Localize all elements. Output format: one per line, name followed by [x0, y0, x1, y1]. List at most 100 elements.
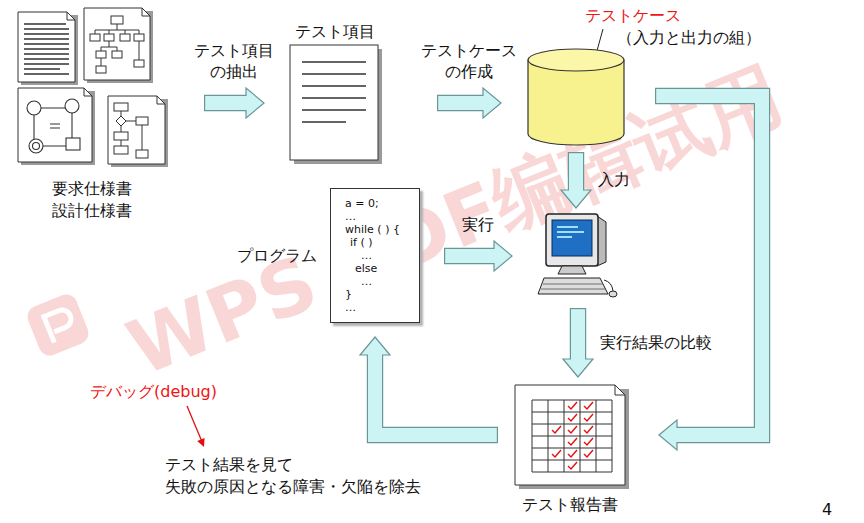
debug-heading: デバッグ(debug): [90, 382, 217, 403]
watermark-logo: [44, 307, 78, 342]
code-line: }: [345, 288, 411, 301]
test-report-document: [515, 385, 625, 485]
page-number: 4: [822, 500, 832, 521]
arrow-head: [561, 190, 591, 208]
flowchart-document-icon: [108, 96, 165, 164]
arrow-shaft: [445, 249, 496, 263]
tree-document-icon: [84, 8, 150, 80]
debug-pointer-arrow: [187, 406, 205, 447]
text-document-icon: [18, 12, 75, 82]
test-case-database: テストケース（入力と出力の組）: [527, 48, 625, 146]
tree-document-icon: [111, 16, 123, 24]
test-item-document: [290, 45, 382, 164]
flowchart-document-icon: [114, 132, 128, 140]
tree-document-icon: [84, 8, 153, 83]
code-line: else: [345, 262, 411, 275]
text-document-icon: [18, 12, 78, 85]
flowchart-document-icon: [157, 96, 165, 104]
text-document-icon: [24, 24, 69, 74]
state-document-icon: [18, 88, 92, 162]
spec-documents: 要求仕様書 設計仕様書: [15, 6, 168, 166]
state-document-icon: [29, 139, 43, 153]
computer-icon: [546, 214, 598, 266]
arrow-outline: [375, 355, 498, 435]
flowchart-document-icon: [136, 150, 148, 158]
arrow-outline: [655, 96, 762, 435]
computer-icon: [604, 280, 613, 291]
arrow-shaft: [438, 96, 485, 110]
state-document-icon: [65, 99, 79, 113]
arrow-label: 実行: [462, 215, 494, 236]
test-item-document: テスト項目: [288, 43, 382, 163]
document-caption: テスト報告書: [522, 495, 618, 514]
arrow-head: [659, 420, 677, 450]
tree-document-icon: [96, 66, 106, 73]
debug-pointer-arrow: [187, 406, 202, 441]
computer-icon: [558, 266, 586, 274]
computer-icon: [552, 220, 592, 256]
watermark-logo: [24, 291, 92, 359]
flowchart-document-icon: [136, 117, 148, 125]
database-note: （入力と出力の組）: [617, 28, 761, 47]
tree-document-icon: [120, 34, 130, 41]
state-document-icon: [27, 101, 41, 115]
test-report-document: [552, 402, 593, 469]
code-line: if ( ): [345, 236, 411, 249]
code-line: …: [345, 275, 411, 288]
test-report-document: [532, 400, 612, 472]
arrow-label: 実行結果の比較: [600, 332, 712, 353]
flow-arrow: [563, 308, 593, 377]
arrow-head: [360, 337, 390, 355]
tree-document-icon: [95, 24, 139, 34]
arrow-shaft: [656, 96, 762, 435]
code-line: …: [345, 249, 411, 262]
flow-arrow: [561, 152, 591, 208]
flowchart-document-icon: [114, 103, 128, 111]
computer: [538, 212, 618, 300]
tree-document-icon: [96, 51, 106, 58]
cylinder-body: [528, 60, 624, 145]
flowchart-document-icon: [108, 96, 168, 167]
test-report-document: [515, 385, 629, 489]
arrow-shaft: [569, 153, 583, 192]
flow-arrow: [360, 337, 498, 435]
document-caption: 要求仕様書 設計仕様書: [44, 178, 140, 221]
tree-document-icon: [101, 41, 139, 66]
state-document-icon: [27, 99, 80, 153]
code-line: …: [345, 210, 411, 223]
text-document-icon: [67, 12, 75, 20]
test-item-document: [302, 62, 366, 122]
computer-icon: [538, 278, 608, 294]
computer-icon: [541, 284, 605, 289]
test-report-document: テスト報告書: [513, 383, 627, 487]
computer-icon: [538, 214, 617, 297]
arrow-head: [563, 359, 593, 377]
flow-arrow: [655, 96, 762, 450]
arrow-head: [246, 88, 264, 118]
program-heading: プログラム: [237, 246, 317, 265]
tree-document-icon: [134, 34, 144, 41]
tree-document-icon: [90, 16, 144, 73]
tree-document-icon: [112, 51, 122, 58]
arrow-head: [494, 241, 512, 271]
tree-document-icon: [90, 34, 100, 41]
state-document-icon: [84, 88, 92, 96]
arrow-label: テストケース の作成: [416, 41, 522, 83]
tree-document-icon: [134, 60, 144, 67]
document-heading: テスト項目: [295, 22, 375, 41]
tree-document-icon: [104, 34, 114, 41]
cylinder-shape: [527, 48, 625, 146]
arrow-shaft: [571, 309, 585, 361]
flowchart-document-icon: [114, 146, 128, 154]
code-line: a = 0;: [345, 197, 411, 210]
state-document-icon: [66, 138, 80, 150]
program-listing: プログラムa = 0;…while ( ) {if ( )…else…}…: [330, 188, 420, 323]
state-document-icon: [33, 143, 40, 150]
flow-arrow: [437, 88, 501, 118]
tree-document-icon: [142, 8, 150, 16]
flow-arrow: [204, 88, 264, 118]
arrow-label: テスト項目 の抽出: [181, 41, 287, 83]
